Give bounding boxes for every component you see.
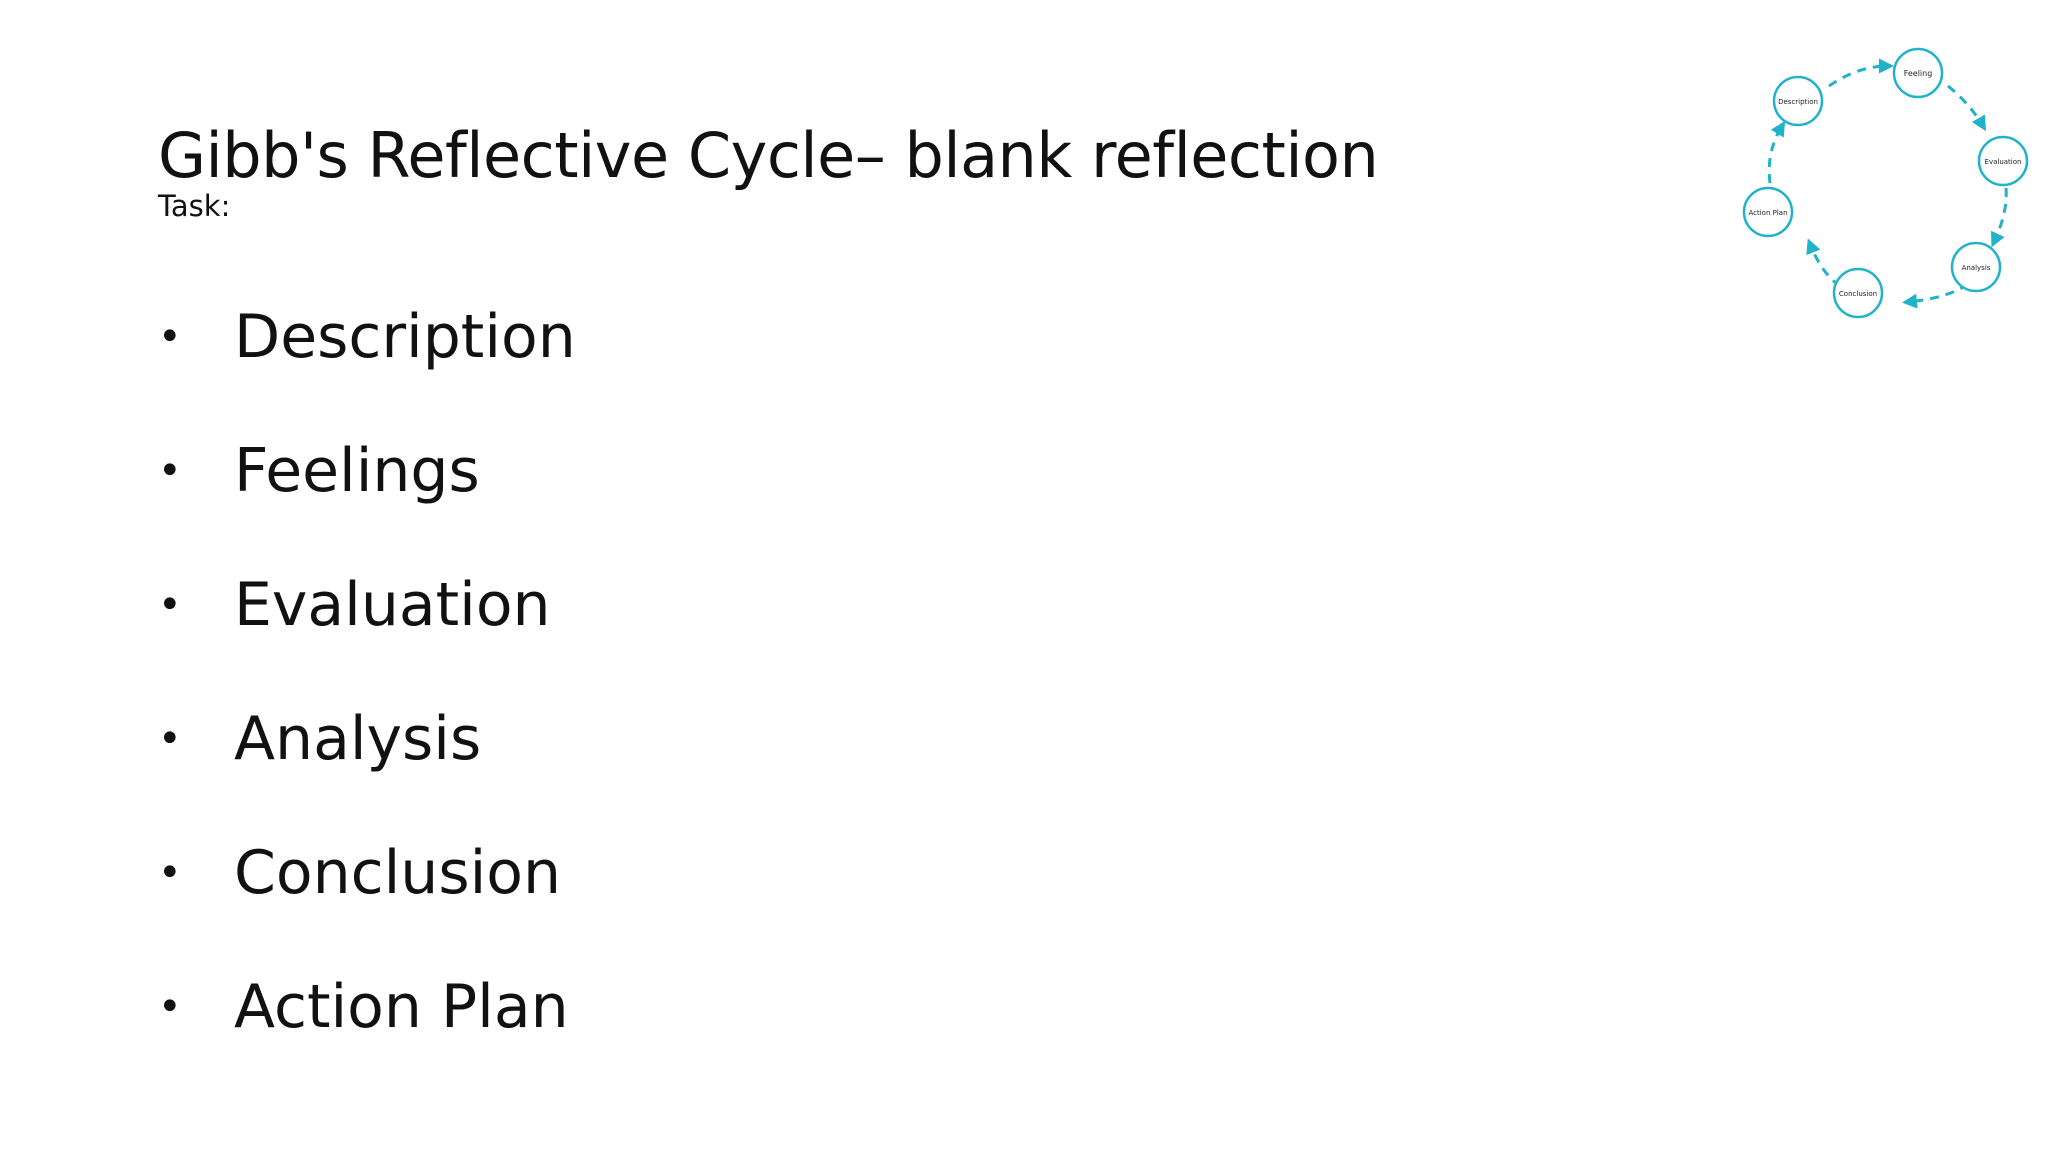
cycle-node-label: Evaluation bbox=[1985, 158, 2022, 166]
cycle-node-action-plan: Action Plan bbox=[1742, 186, 1794, 238]
bullet-label: Evaluation bbox=[234, 570, 551, 640]
reflective-cycle-diagram: Feeling Evaluation Analysis Conclusion A… bbox=[1742, 47, 2029, 319]
cycle-node-evaluation: Evaluation bbox=[1977, 135, 2029, 187]
cycle-node-label: Action Plan bbox=[1748, 209, 1787, 217]
arrow-action-plan-to-description bbox=[1767, 120, 1786, 184]
arrow-evaluation-to-analysis bbox=[1991, 187, 2008, 248]
bullet-icon: • bbox=[158, 314, 182, 360]
arrow-conclusion-to-action-plan bbox=[1806, 238, 1841, 288]
cycle-node-analysis: Analysis bbox=[1950, 241, 2002, 293]
cycle-node-feeling: Feeling bbox=[1892, 47, 1944, 99]
cycle-node-label: Analysis bbox=[1962, 264, 1991, 272]
bullet-icon: • bbox=[158, 850, 182, 896]
cycle-node-label: Conclusion bbox=[1839, 290, 1877, 298]
cycle-node-description: Description bbox=[1772, 75, 1824, 127]
arrow-feeling-to-evaluation bbox=[1947, 84, 1987, 132]
cycle-node-conclusion: Conclusion bbox=[1832, 267, 1884, 319]
cycle-node-label: Feeling bbox=[1904, 69, 1933, 78]
bullet-icon: • bbox=[158, 582, 182, 628]
slide-title: Gibb's Reflective Cycle– blank reflectio… bbox=[158, 119, 1379, 192]
arrow-description-to-feeling bbox=[1828, 58, 1894, 88]
bullet-label: Action Plan bbox=[234, 972, 569, 1042]
bullet-icon: • bbox=[158, 716, 182, 762]
bullet-label: Conclusion bbox=[234, 838, 561, 908]
task-label: Task: bbox=[158, 189, 231, 223]
cycle-node-label: Description bbox=[1778, 98, 1818, 106]
bullet-label: Feelings bbox=[234, 436, 480, 506]
bullet-icon: • bbox=[158, 448, 182, 494]
bullet-label: Analysis bbox=[234, 704, 482, 774]
bullet-label: Description bbox=[234, 302, 576, 372]
arrow-analysis-to-conclusion bbox=[1902, 282, 1969, 309]
bullet-icon: • bbox=[158, 984, 182, 1030]
